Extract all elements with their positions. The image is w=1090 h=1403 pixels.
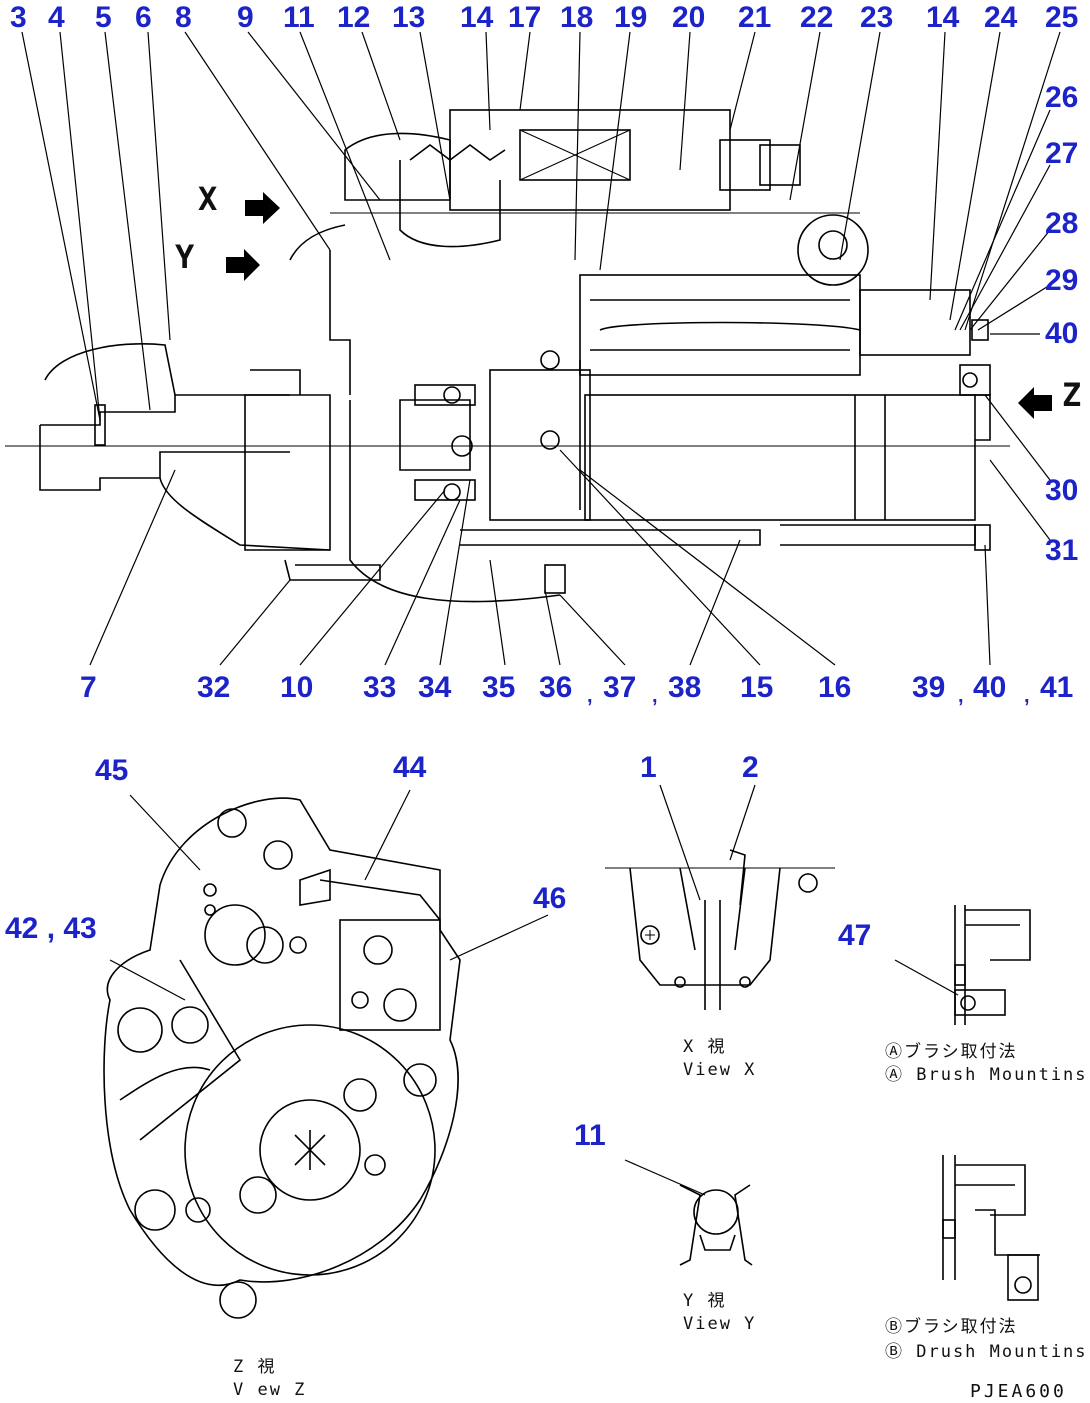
separator-comma: , <box>1024 685 1030 707</box>
drawing-code: PJEA600 <box>970 1381 1067 1402</box>
view-y-caption-en: View Y <box>683 1314 757 1334</box>
view-x-marker: X <box>198 180 218 218</box>
view-x-caption-jp: X 視 <box>683 1037 727 1057</box>
view-z-arrow-icon <box>1018 387 1052 419</box>
part-label-29: 29 <box>1045 264 1079 297</box>
part-label-9: 9 <box>237 1 254 34</box>
view-y-drawing <box>624 1159 753 1266</box>
part-label-17: 17 <box>508 1 542 34</box>
part-label-44: 44 <box>393 751 427 784</box>
part-label-21: 21 <box>738 1 772 34</box>
part-label-46: 46 <box>533 882 567 915</box>
part-label-3: 3 <box>10 1 27 34</box>
view-z-caption-en: V ew Z <box>233 1380 307 1400</box>
part-label-28: 28 <box>1045 207 1079 240</box>
brush-b-caption-jp: Ⓑブラシ取付法 <box>885 1317 1018 1337</box>
brush-mounting-a-drawing <box>894 905 1031 1025</box>
part-label-40: 40 <box>1045 317 1079 350</box>
part-label-4: 4 <box>48 1 65 34</box>
leader-lines <box>21 31 1061 666</box>
view-x-arrow-icon <box>245 192 280 224</box>
brush-b-caption-en: Ⓑ Drush Mountins <box>885 1342 1088 1362</box>
part-label-32: 32 <box>197 671 231 704</box>
main-section-drawing <box>5 109 1010 603</box>
view-z-leaders <box>109 789 549 1001</box>
part-label-14: 14 <box>460 1 494 34</box>
part-label-6: 6 <box>135 1 152 34</box>
part-label-11: 11 <box>283 1 315 34</box>
part-label-41: 41 <box>1040 671 1074 704</box>
part-label-42-43: 42 , 43 <box>5 912 97 945</box>
part-label-7: 7 <box>80 671 97 704</box>
part-label-10: 10 <box>280 671 314 704</box>
part-label-18: 18 <box>560 1 594 34</box>
part-label-20: 20 <box>672 1 706 34</box>
part-label-36: 36 <box>539 671 573 704</box>
part-label-15: 15 <box>740 671 774 704</box>
part-label-39: 39 <box>912 671 946 704</box>
part-label-40-b: 40 <box>973 671 1007 704</box>
view-x-caption-en: View X <box>683 1060 757 1080</box>
part-label-33: 33 <box>363 671 397 704</box>
part-label-34: 34 <box>418 671 452 704</box>
part-label-19: 19 <box>614 1 648 34</box>
part-label-5: 5 <box>95 1 112 34</box>
view-z-drawing <box>103 797 461 1319</box>
part-label-26: 26 <box>1045 81 1079 114</box>
part-label-37: 37 <box>603 671 637 704</box>
part-label-45: 45 <box>95 754 129 787</box>
part-label-22: 22 <box>800 1 834 34</box>
part-label-25: 25 <box>1045 1 1079 34</box>
part-label-8: 8 <box>175 1 192 34</box>
part-label-38: 38 <box>668 671 702 704</box>
view-x-drawing <box>605 784 835 1010</box>
part-label-16: 16 <box>818 671 852 704</box>
part-label-13: 13 <box>392 1 426 34</box>
separator-comma: , <box>958 685 964 707</box>
part-label-12: 12 <box>337 1 371 34</box>
part-label-30: 30 <box>1045 474 1079 507</box>
part-label-14-b: 14 <box>926 1 960 34</box>
part-label-31: 31 <box>1045 534 1079 567</box>
part-label-23: 23 <box>860 1 894 34</box>
view-y-caption-jp: Y 視 <box>683 1291 727 1311</box>
part-label-11-b: 11 <box>574 1119 606 1152</box>
part-label-24: 24 <box>984 1 1018 34</box>
part-label-2: 2 <box>742 751 759 784</box>
brush-a-caption-jp: Ⓐブラシ取付法 <box>885 1042 1018 1062</box>
view-arrows <box>226 192 1052 419</box>
view-z-caption-jp: Z 視 <box>233 1357 277 1377</box>
brush-mounting-b-drawing <box>942 1155 1040 1301</box>
view-y-arrow-icon <box>226 249 260 281</box>
brush-a-caption-en: Ⓐ Brush Mountins <box>885 1065 1088 1085</box>
separator-comma: , <box>587 685 593 707</box>
part-label-1: 1 <box>640 751 657 784</box>
part-label-47: 47 <box>838 919 872 952</box>
part-label-27: 27 <box>1045 137 1079 170</box>
view-z-marker: Z <box>1062 376 1082 414</box>
view-y-marker: Y <box>175 238 195 276</box>
part-label-35: 35 <box>482 671 516 704</box>
separator-comma: , <box>652 685 658 707</box>
